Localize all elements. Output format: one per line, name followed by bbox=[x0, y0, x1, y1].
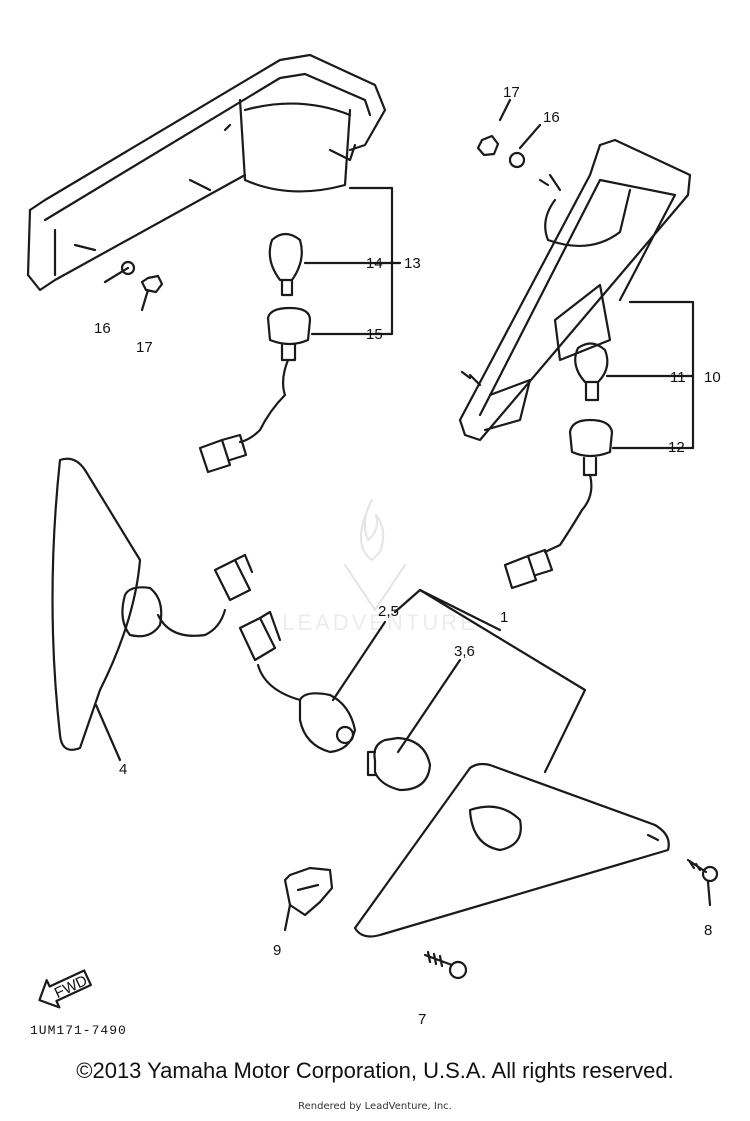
callout-11: 11 bbox=[670, 369, 686, 386]
screw-7 bbox=[423, 950, 468, 980]
callout-8: 8 bbox=[704, 922, 712, 939]
callout-9: 9 bbox=[273, 942, 281, 959]
front-lens-cover bbox=[51, 457, 254, 751]
left-washer bbox=[120, 260, 136, 276]
callout-12: 12 bbox=[668, 439, 685, 456]
left-signal-housing bbox=[26, 53, 387, 292]
callout-1: 1 bbox=[500, 609, 508, 626]
callout-7: 7 bbox=[418, 1011, 426, 1028]
copyright-notice: ©2013 Yamaha Motor Corporation, U.S.A. A… bbox=[76, 1058, 674, 1083]
left-bulb bbox=[268, 232, 303, 297]
front-lens-plate bbox=[353, 762, 670, 938]
left-socket-wire bbox=[198, 306, 312, 474]
callout-2-5: 2,5 bbox=[378, 603, 399, 620]
callout-15: 15 bbox=[366, 326, 383, 343]
callout-16-left: 16 bbox=[94, 320, 111, 337]
right-washer bbox=[508, 151, 526, 169]
right-bulb bbox=[574, 342, 609, 402]
callout-14: 14 bbox=[366, 255, 383, 272]
left-nut bbox=[140, 274, 164, 294]
front-socket-wire bbox=[238, 610, 357, 754]
right-nut bbox=[476, 134, 500, 157]
callouts: 17 16 14 13 15 16 17 11 10 12 1 2,5 3,6 … bbox=[94, 84, 721, 1028]
callout-4: 4 bbox=[119, 761, 127, 778]
callout-17-right: 17 bbox=[503, 84, 520, 101]
callout-16-right: 16 bbox=[543, 109, 560, 126]
right-socket-wire bbox=[503, 418, 614, 590]
clip-part bbox=[283, 866, 334, 932]
forward-arrow-icon bbox=[38, 969, 92, 1009]
callout-13: 13 bbox=[404, 255, 421, 272]
diagram-code: 1UM171-7490 bbox=[30, 1023, 127, 1038]
rendered-by-note: Rendered by LeadVenture, Inc. bbox=[298, 1101, 452, 1112]
right-signal-housing bbox=[458, 138, 692, 442]
screw-8 bbox=[686, 858, 719, 907]
callout-10: 10 bbox=[704, 369, 721, 386]
callout-17-left: 17 bbox=[136, 339, 153, 356]
callout-3-6: 3,6 bbox=[454, 643, 475, 660]
front-bulb bbox=[366, 736, 432, 792]
